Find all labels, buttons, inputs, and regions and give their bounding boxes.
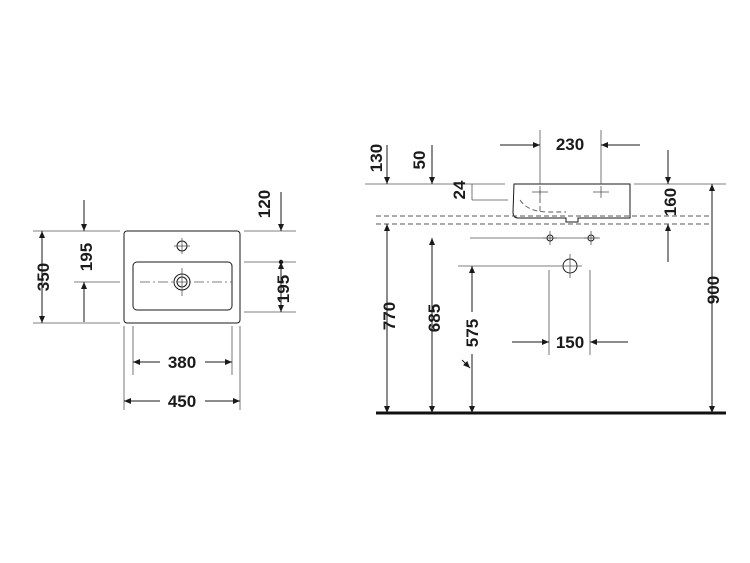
dim-side-rim-height: 770 [380,302,399,330]
dim-side-waste-spacing: 150 [556,333,584,352]
dim-plan-drain-offset: 195 [274,275,293,303]
basin-side-outline [512,183,631,223]
plan-view: 350 195 120 195 380 450 [33,190,296,411]
tap-hole-icon [532,186,548,198]
dim-side-mount-height: 685 [425,304,444,332]
basin-outline [123,230,241,324]
dim-side-overflow-offset: 50 [410,151,429,170]
dim-side-rim-offset: 130 [367,144,386,172]
bowl-outline [132,261,233,311]
waste-outlet-icon [458,254,582,278]
dim-plan-tap-offset: 195 [77,243,96,271]
dim-side-basin-height: 160 [661,188,680,216]
dim-plan-inner-width: 380 [168,353,196,372]
dim-plan-depth: 350 [34,263,53,291]
drain-icon [140,268,232,296]
tap-hole-icon [593,186,609,198]
dim-side-tap-spacing: 230 [556,135,584,154]
side-view: 230 130 50 24 160 770 685 575 150 [365,130,726,415]
dim-plan-outer-width: 450 [168,392,196,411]
dim-side-basin-thickness: 24 [450,180,469,199]
tap-hole-icon [174,238,190,254]
dim-side-total-height: 900 [704,276,723,304]
dim-side-waste-height: 575 [463,319,482,347]
dim-plan-top-to-tap: 120 [255,190,274,218]
